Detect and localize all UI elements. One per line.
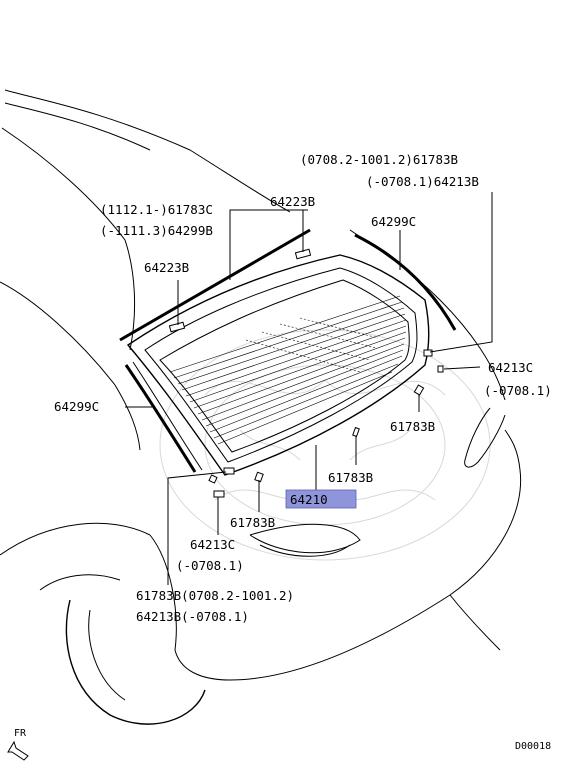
watermark-emblem	[159, 329, 491, 561]
label-64299C-right[interactable]: 64299C	[371, 214, 416, 229]
clip-parts	[168, 248, 444, 498]
defogger-grid	[169, 295, 407, 445]
label-64210[interactable]: 64210	[290, 492, 328, 507]
moldings	[119, 228, 457, 473]
label-64213C-lower[interactable]: 64213C	[190, 537, 235, 552]
part-64210-highlight	[285, 489, 357, 509]
label-64213C-lower-note[interactable]: (-0708.1)	[176, 558, 244, 573]
label-61783B-center[interactable]: 61783B	[328, 470, 373, 485]
label-64223B-left[interactable]: 64223B	[144, 260, 189, 275]
diagram-code: D00018	[515, 741, 551, 752]
front-arrow-icon	[7, 740, 29, 761]
label-64213C-right[interactable]: 64213C	[488, 360, 533, 375]
label-bottom-left-line2[interactable]: 64213B(-0708.1)	[136, 609, 249, 624]
label-64223B-top[interactable]: 64223B	[270, 194, 315, 209]
label-61783B-lower[interactable]: 61783B	[230, 515, 275, 530]
label-bottom-left-line1[interactable]: 61783B(0708.2-1001.2)	[136, 588, 294, 603]
car-body-outline	[0, 89, 522, 725]
label-top-right-line1[interactable]: (0708.2-1001.2)61783B	[300, 152, 458, 167]
leader-lines	[125, 192, 493, 585]
label-top-right-line2[interactable]: (-0708.1)64213B	[366, 174, 479, 189]
label-64299C-left[interactable]: 64299C	[54, 399, 99, 414]
label-61783B-right[interactable]: 61783B	[390, 419, 435, 434]
front-label: FR	[14, 728, 27, 739]
label-top-left-line1[interactable]: (1112.1-)61783C	[100, 202, 213, 217]
label-top-left-line2[interactable]: (-1111.3)64299B	[100, 223, 213, 238]
front-direction-indicator: FR	[7, 728, 29, 761]
label-64213C-right-note[interactable]: (-0708.1)	[484, 383, 552, 398]
rear-glass	[126, 254, 430, 476]
